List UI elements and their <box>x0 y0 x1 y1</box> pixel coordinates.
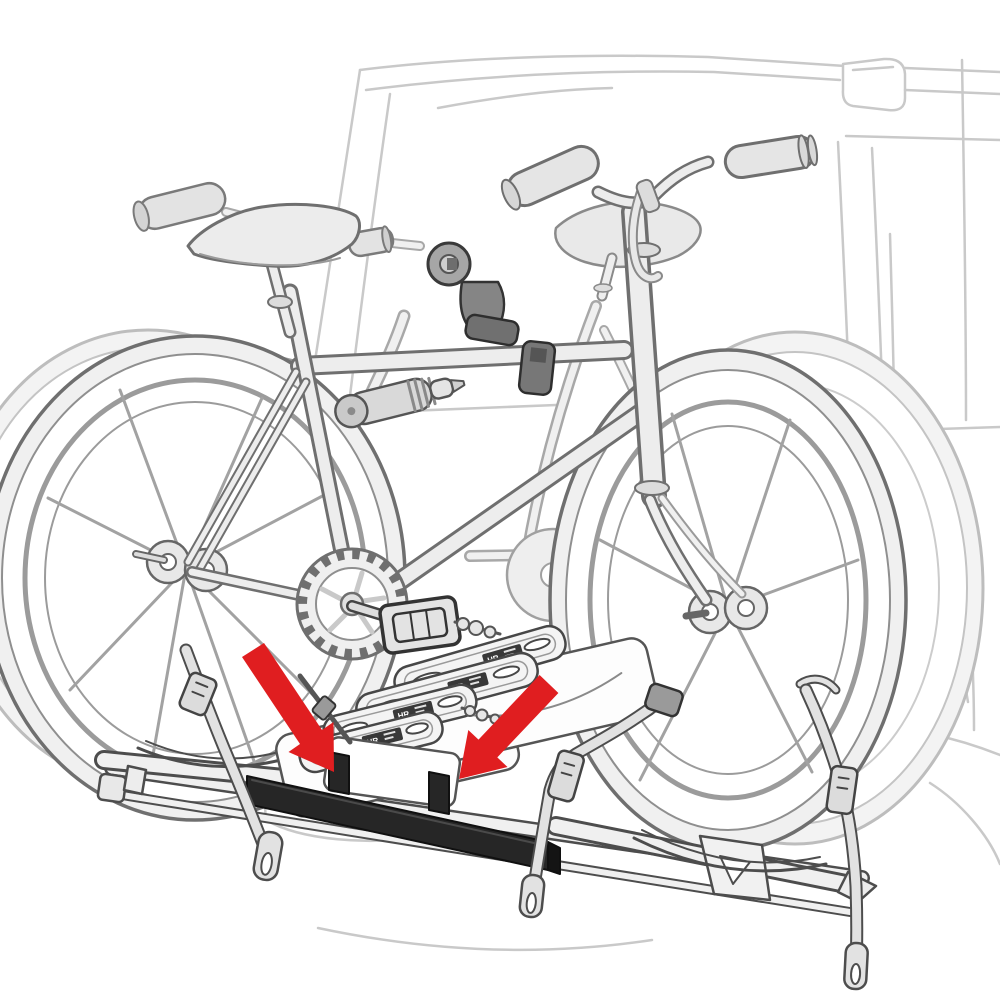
annotation-arrows <box>242 643 559 779</box>
frame-clamp <box>426 241 557 396</box>
strap-buckle <box>825 764 859 816</box>
first-bike <box>0 134 908 852</box>
left-wheel-cradle <box>136 746 294 769</box>
handlebar <box>500 134 819 284</box>
roof-line-2 <box>364 70 842 92</box>
bike-rack: HR HR HR <box>94 624 878 991</box>
body-edge-right <box>960 58 968 422</box>
hatch-left-inner <box>345 92 392 422</box>
pedal <box>378 595 462 655</box>
roof-line <box>358 54 847 72</box>
bumper-bottom-line <box>316 926 654 952</box>
red-arrow-right-icon <box>459 675 559 779</box>
wheel-strap-center <box>518 682 684 919</box>
strap-buckle <box>178 671 218 717</box>
crankset <box>295 547 502 661</box>
roof-rail <box>436 86 614 110</box>
wheel-strap-right <box>795 674 869 991</box>
saddle <box>186 202 361 339</box>
strap-clip <box>644 682 684 718</box>
left-tray-hook <box>122 764 148 796</box>
lock-barrel <box>334 376 466 429</box>
roof-rail-foot-inner <box>851 65 895 72</box>
red-arrow-left-icon <box>242 643 334 772</box>
strap-buckle <box>547 749 585 803</box>
belt-line-right <box>844 134 1000 142</box>
second-bike-handlebar <box>132 181 395 258</box>
strap-tip <box>252 830 284 882</box>
strap-tip <box>843 941 869 991</box>
left-tray-end-cap <box>96 772 128 804</box>
bumper-line-2 <box>928 781 1000 866</box>
right-wheel-cradle <box>632 836 828 873</box>
clamp-jaw <box>464 313 520 347</box>
roof-rail-foot <box>841 57 907 112</box>
roof-edge-right-1 <box>903 66 1000 74</box>
wheel-strap-left <box>178 643 284 882</box>
strap-tip <box>518 873 546 919</box>
roof-edge-right-2 <box>903 88 1000 96</box>
brand-badge-text: HR <box>397 709 411 721</box>
quick-release-skewer <box>453 617 502 639</box>
